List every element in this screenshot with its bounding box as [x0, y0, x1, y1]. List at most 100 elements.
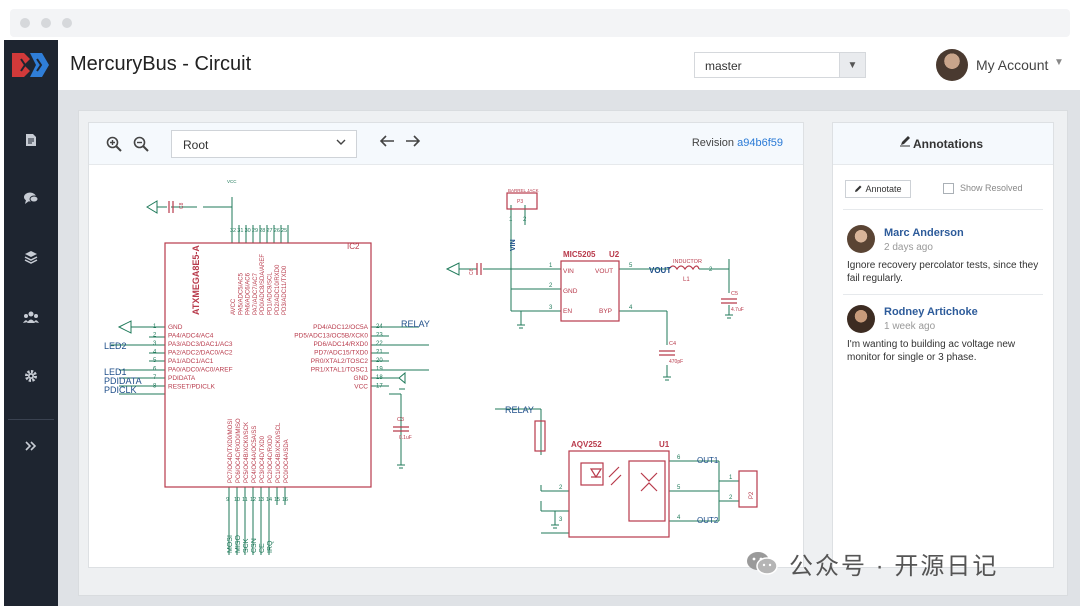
ic2-pin-number: 19 — [376, 367, 383, 373]
history-back-button[interactable] — [379, 134, 395, 153]
net-label-pdiclk: PDICLK — [104, 385, 137, 395]
sidebar-item-chat[interactable] — [4, 180, 58, 216]
pen-icon — [855, 185, 862, 192]
zoom-out-button[interactable] — [132, 135, 150, 153]
p2-ref: P2 — [749, 491, 755, 499]
ic2-pin-number: 31 — [237, 228, 243, 234]
vcc-label: VCC — [227, 179, 237, 184]
annotations-header: Annotations — [833, 123, 1053, 165]
ic2-pin-label: PA2/ADC2/DAC0/AC2 — [168, 350, 233, 357]
ic2-pin-number: 27 — [267, 228, 273, 234]
avatar — [847, 225, 875, 253]
ic2-pin-label: PC3/OC4D/TXD0 — [260, 435, 266, 483]
show-resolved-checkbox[interactable] — [943, 183, 954, 194]
ic2-pin-number: 4 — [153, 350, 157, 356]
annotation-author[interactable]: Marc Anderson — [884, 227, 964, 239]
window-minimize-dot[interactable] — [41, 18, 51, 28]
u1-pin-number: 5 — [677, 485, 681, 491]
p3-ref: P3 — [517, 199, 523, 205]
sidebar-item-layers[interactable] — [4, 239, 58, 275]
schematic-svg[interactable]: IC2 ATXMEGA8E5-A GNDPA4/ADC4/AC4PA3/ADC3… — [89, 165, 803, 567]
ic2-pin-number: 11 — [242, 497, 248, 503]
ic2-pin-label: PD0/ADC8/SDA/AREF — [260, 254, 266, 315]
u2-ref: U2 — [609, 250, 620, 259]
branch-select[interactable]: master ▼ — [694, 52, 866, 78]
ic2-pin-label: PA5/ADC5/AC5 — [238, 272, 244, 315]
revision-link[interactable]: a94b6f59 — [737, 137, 783, 149]
ic2-pin-label: PA4/ADC4/AC4 — [168, 333, 214, 340]
account-avatar[interactable] — [936, 49, 968, 81]
net-label-out1: OUT1 — [697, 456, 719, 465]
p3-part-name: BARREL JACK — [508, 188, 539, 193]
history-forward-button[interactable] — [405, 134, 421, 153]
ic2-pin-number: 6 — [153, 367, 157, 373]
net-label-pdidata: PDIDATA — [104, 376, 142, 386]
ic2-pin-label: PC6/OC4C/RXD0/MISO — [236, 418, 242, 483]
ic2-pin-number: 15 — [274, 497, 280, 503]
ic2-pin-number: 21 — [376, 350, 383, 356]
users-icon — [23, 311, 39, 323]
annotations-title: Annotations — [913, 137, 983, 151]
ic2-pin-label: PR0/XTAL2/TOSC2 — [311, 358, 369, 365]
page-title: MercuryBus - Circuit — [70, 53, 252, 75]
ic2-pin-number: 29 — [252, 228, 258, 234]
l1-pin-number: 2 — [709, 267, 713, 273]
window-close-dot[interactable] — [20, 18, 30, 28]
mercury-logo-icon — [12, 53, 49, 77]
zoom-in-button[interactable] — [105, 135, 123, 153]
arrow-left-icon — [379, 135, 394, 147]
ic2-pin-label: RESET/PDICLK — [168, 384, 216, 391]
sheet-select[interactable]: Root — [171, 130, 357, 158]
account-caret-icon[interactable]: ▼ — [1054, 57, 1064, 68]
window-maximize-dot[interactable] — [62, 18, 72, 28]
u1-pin-number: 2 — [559, 485, 563, 491]
sidebar-item-files[interactable] — [4, 122, 58, 158]
u1-pin-number: 4 — [677, 515, 681, 521]
ic2-pin-label: PD5/ADC13/OC5B/XCK0 — [294, 333, 368, 340]
ic2-pin-number: 28 — [259, 228, 265, 234]
ic2-pin-number: 22 — [376, 341, 383, 347]
c4-ref: C4 — [669, 341, 676, 347]
u1-pin-number: 3 — [559, 517, 563, 523]
annotation-author[interactable]: Rodney Artichoke — [884, 306, 978, 318]
c3-value: 0.1uF — [399, 435, 412, 441]
ic2-pin-label: PA7/ADC7/AC7 — [253, 272, 259, 315]
account-menu-label[interactable]: My Account — [976, 57, 1049, 73]
arrow-right-icon — [406, 135, 421, 147]
annotations-divider — [843, 294, 1043, 295]
ic2-pin-number: 32 — [230, 228, 236, 234]
ic2-pin-label: PD6/ADC14/RXD0 — [313, 341, 368, 348]
u2-pin-number: 5 — [629, 263, 633, 269]
ic2-pin-number: 16 — [282, 497, 288, 503]
sidebar-expand-button[interactable] — [4, 428, 58, 464]
annotate-button[interactable]: Annotate — [845, 180, 911, 198]
sidebar-item-team[interactable] — [4, 299, 58, 335]
app-header: MercuryBus - Circuit master ▼ My Account… — [58, 40, 1080, 90]
ic2-left-pins: GNDPA4/ADC4/AC4PA3/ADC3/DAC1/AC3PA2/ADC2… — [168, 324, 233, 391]
ic2-pin-label: PD1/ADC9/SCL — [268, 272, 274, 315]
file-icon — [26, 134, 36, 146]
zoom-out-icon — [133, 136, 149, 152]
ic2-pin-number: 10 — [234, 497, 240, 503]
ic2-pin-number: 25 — [281, 228, 287, 234]
ic2-pin-label: PC1/OC4B/XCK0/SCL — [276, 422, 282, 483]
sidebar-item-settings[interactable] — [4, 358, 58, 394]
ic2-pin-number: 18 — [376, 375, 383, 381]
c3-ref: C3 — [397, 417, 404, 423]
ic2-pin-label: PA6/ADC6/AC6 — [246, 272, 252, 315]
app-logo[interactable] — [4, 40, 58, 90]
ic2-pin-label: PD2/ADC10/RXD0 — [275, 264, 281, 315]
branch-select-toggle[interactable]: ▼ — [839, 53, 865, 77]
u2-pin-number: 1 — [549, 263, 553, 269]
c6-ref: C6 — [469, 268, 475, 275]
bottom-net-label: IRQ — [267, 540, 274, 553]
ic2-pin-number: 26 — [274, 228, 280, 234]
p2-pin-2: 2 — [729, 495, 733, 501]
ic2-pin-number: 23 — [376, 333, 383, 339]
net-label-led1: LED1 — [104, 367, 127, 377]
